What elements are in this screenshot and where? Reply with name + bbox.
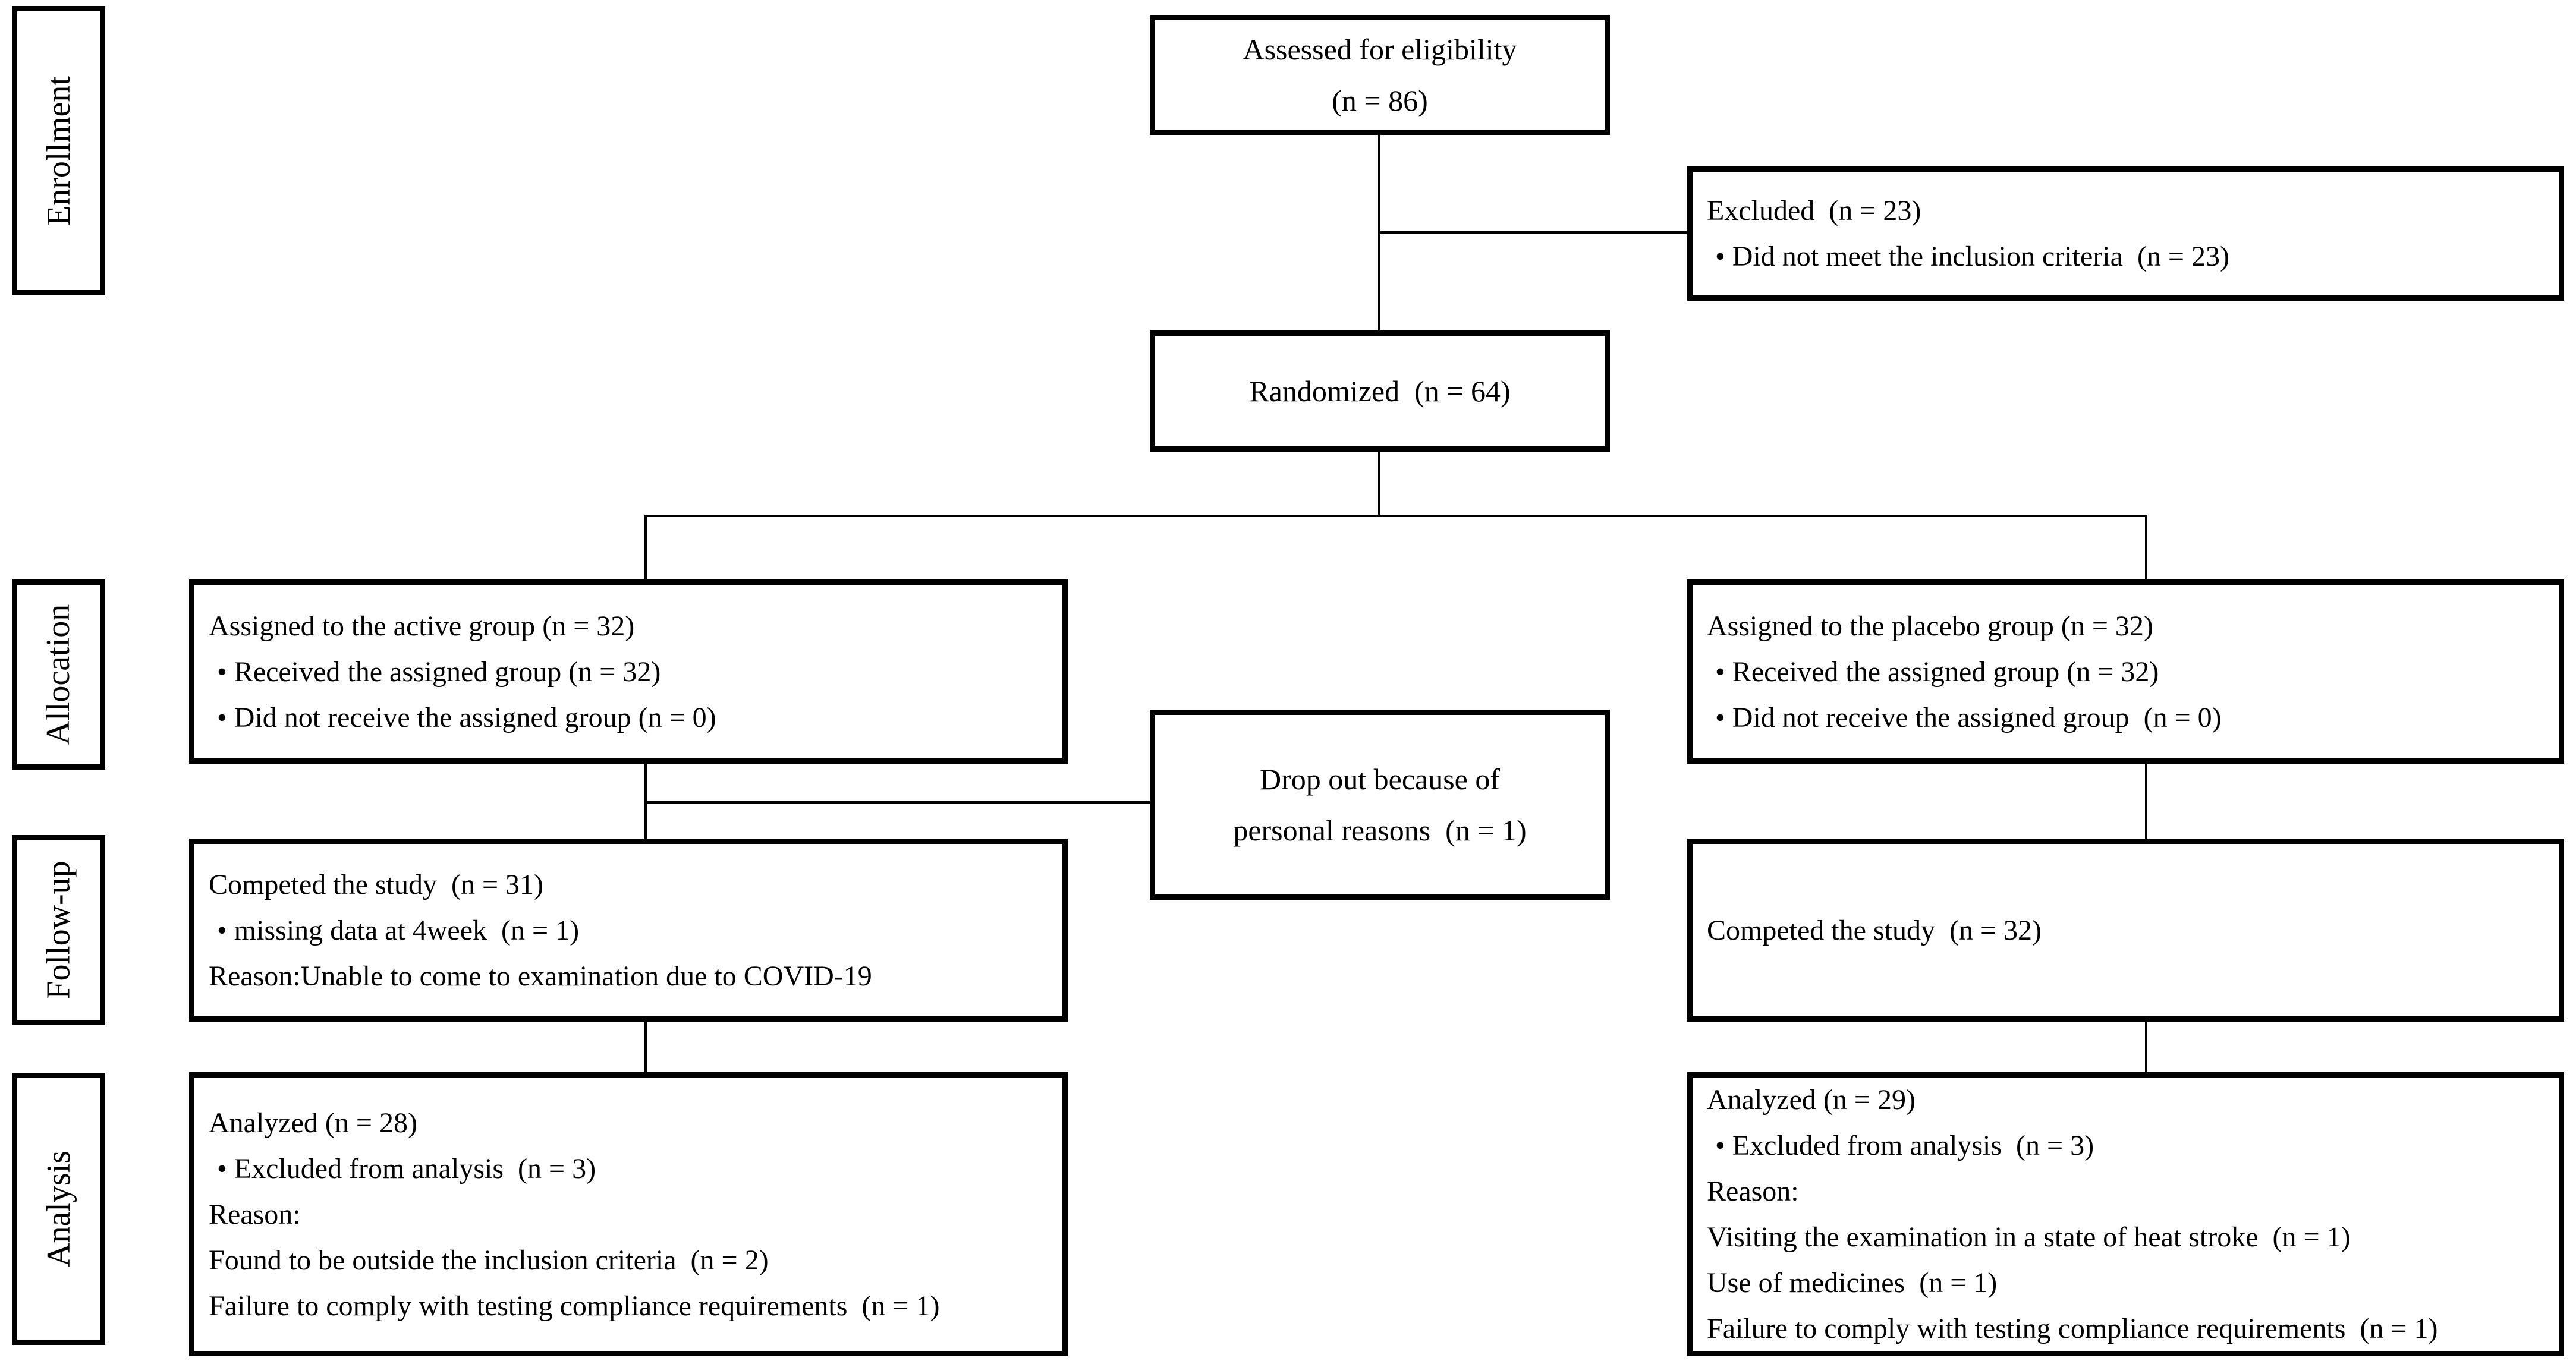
box-analysis-active: Analyzed (n = 28) • Excluded from analys…: [189, 1072, 1068, 1356]
connector-branch-right-down: [2145, 515, 2147, 580]
analysis-placebo-line-1: Analyzed (n = 29): [1707, 1084, 1916, 1116]
connector-followup-right-to-analysis: [2145, 1020, 2147, 1073]
connector-randomized-stem: [1378, 450, 1380, 517]
analysis-active-line-5: Failure to comply with testing complianc…: [209, 1290, 940, 1322]
analysis-placebo-line-5: Use of medicines (n = 1): [1707, 1267, 1998, 1299]
assessed-line-1: Assessed for eligibility: [1243, 33, 1517, 66]
allocation-placebo-line-2: • Received the assigned group (n = 32): [1715, 656, 2159, 688]
connector-alloc-right-to-followup: [2145, 763, 2147, 840]
connector-to-excluded: [1379, 231, 1688, 234]
analysis-placebo-line-3: Reason:: [1707, 1176, 1799, 1207]
stage-label-enrollment: Enrollment: [40, 75, 77, 226]
stage-label-allocation: Allocation: [40, 604, 77, 745]
allocation-active-line-2: • Received the assigned group (n = 32): [217, 656, 661, 688]
allocation-placebo-line-3: • Did not receive the assigned group (n …: [1715, 701, 2222, 733]
dropout-line-2: personal reasons (n = 1): [1233, 814, 1527, 847]
analysis-placebo-line-2: • Excluded from analysis (n = 3): [1715, 1130, 2094, 1161]
allocation-placebo-line-1: Assigned to the placebo group (n = 32): [1707, 610, 2153, 642]
followup-placebo-line-1: Competed the study (n = 32): [1707, 914, 2042, 946]
stage-label-followup: Follow-up: [40, 861, 77, 1000]
stage-box-followup: Follow-up: [12, 835, 105, 1025]
excluded-line-2: • Did not meet the inclusion criteria (n…: [1715, 241, 2229, 272]
box-followup-active: Competed the study (n = 31) • missing da…: [189, 839, 1068, 1022]
box-assessed-for-eligibility: Assessed for eligibility (n = 86): [1150, 15, 1610, 135]
box-dropout: Drop out because of personal reasons (n …: [1150, 710, 1610, 900]
analysis-placebo-line-6: Failure to comply with testing complianc…: [1707, 1313, 2438, 1344]
assessed-line-2: (n = 86): [1332, 84, 1428, 117]
followup-active-line-1: Competed the study (n = 31): [209, 868, 543, 900]
stage-box-allocation: Allocation: [12, 579, 105, 770]
connector-to-dropout: [644, 801, 1151, 804]
analysis-active-line-4: Found to be outside the inclusion criter…: [209, 1244, 769, 1276]
analysis-placebo-line-4: Visiting the examination in a state of h…: [1707, 1221, 2351, 1253]
stage-label-analysis: Analysis: [40, 1151, 77, 1267]
connector-branch-left-down: [644, 515, 647, 580]
followup-active-line-2: • missing data at 4week (n = 1): [217, 914, 580, 946]
box-excluded: Excluded (n = 23) • Did not meet the inc…: [1687, 166, 2564, 301]
followup-active-line-3: Reason:Unable to come to examination due…: [209, 960, 872, 992]
box-randomized: Randomized (n = 64): [1150, 330, 1610, 452]
connector-branch-horizontal: [644, 515, 2147, 517]
excluded-line-1: Excluded (n = 23): [1707, 195, 1921, 226]
stage-box-enrollment: Enrollment: [12, 6, 105, 295]
stage-box-analysis: Analysis: [12, 1073, 105, 1345]
analysis-active-line-1: Analyzed (n = 28): [209, 1107, 417, 1139]
box-analysis-placebo: Analyzed (n = 29) • Excluded from analys…: [1687, 1072, 2564, 1356]
analysis-active-line-2: • Excluded from analysis (n = 3): [217, 1152, 596, 1184]
connector-followup-left-to-analysis: [644, 1020, 647, 1073]
box-followup-placebo: Competed the study (n = 32): [1687, 839, 2564, 1022]
box-allocation-active: Assigned to the active group (n = 32) • …: [189, 579, 1068, 764]
allocation-active-line-1: Assigned to the active group (n = 32): [209, 610, 635, 642]
dropout-line-1: Drop out because of: [1259, 763, 1501, 796]
box-allocation-placebo: Assigned to the placebo group (n = 32) •…: [1687, 579, 2564, 764]
analysis-active-line-3: Reason:: [209, 1198, 301, 1230]
randomized-line-1: Randomized (n = 64): [1249, 374, 1511, 408]
allocation-active-line-3: • Did not receive the assigned group (n …: [217, 701, 716, 733]
